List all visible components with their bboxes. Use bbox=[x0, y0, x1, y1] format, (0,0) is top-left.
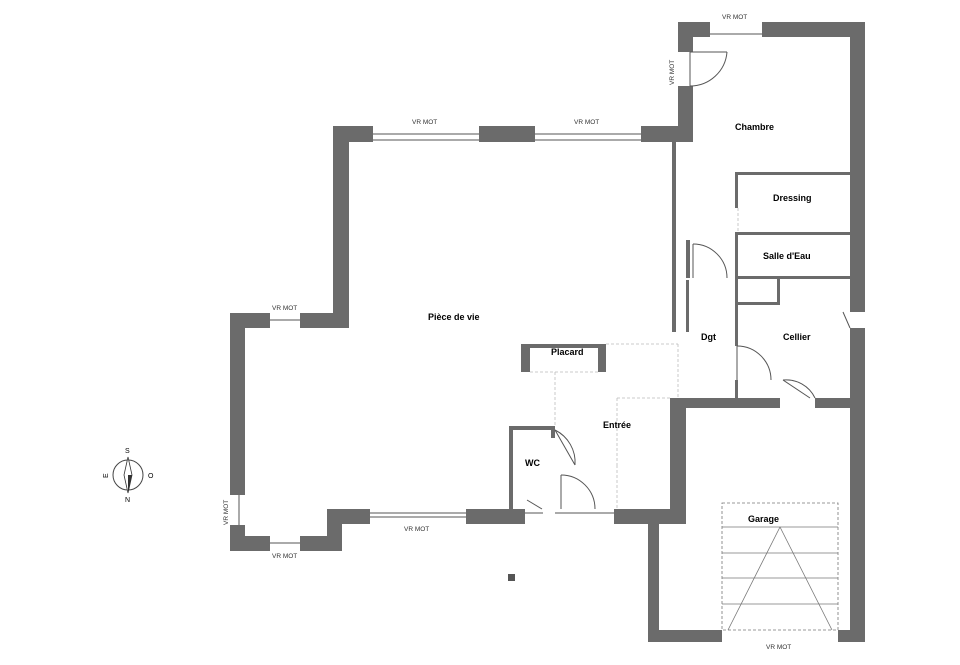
label-dgt: Dgt bbox=[701, 332, 716, 342]
label-garage: Garage bbox=[748, 514, 779, 524]
vr-label-south-left: VR MOT bbox=[272, 553, 297, 560]
room-labels: Pièce de vie Chambre Dressing Salle d'Ea… bbox=[428, 122, 812, 524]
windows bbox=[230, 22, 865, 642]
label-wc: WC bbox=[525, 458, 540, 468]
compass-o: O bbox=[148, 473, 154, 480]
label-chambre: Chambre bbox=[735, 122, 774, 132]
vr-label-garage: VR MOT bbox=[766, 644, 791, 651]
doors bbox=[526, 51, 851, 510]
label-salle-deau: Salle d'Eau bbox=[763, 251, 811, 261]
label-cellier: Cellier bbox=[783, 332, 811, 342]
vr-label-west-top: VR MOT bbox=[272, 305, 297, 312]
marker-square bbox=[508, 574, 515, 581]
exterior-walls bbox=[230, 22, 865, 642]
dashed-guides bbox=[530, 208, 739, 509]
vr-label-north-2: VR MOT bbox=[574, 119, 599, 126]
compass-n: N bbox=[125, 497, 130, 504]
vr-label-west-side: VR MOT bbox=[223, 500, 230, 525]
vr-label-chambre-side: VR MOT bbox=[669, 60, 676, 85]
label-entree: Entrée bbox=[603, 420, 631, 430]
shutter-labels: VR MOT VR MOT VR MOT VR MOT VR MOT VR MO… bbox=[223, 14, 791, 651]
label-placard: Placard bbox=[551, 347, 584, 357]
compass-s: S bbox=[125, 448, 130, 455]
vr-label-south-mid: VR MOT bbox=[404, 526, 429, 533]
garage-door bbox=[721, 502, 839, 631]
label-dressing: Dressing bbox=[773, 193, 812, 203]
compass-e: E bbox=[103, 473, 110, 478]
vr-label-north-1: VR MOT bbox=[412, 119, 437, 126]
vr-label-chambre-top: VR MOT bbox=[722, 14, 747, 21]
interior-partitions bbox=[509, 142, 850, 516]
label-piece-de-vie: Pièce de vie bbox=[428, 312, 480, 322]
compass-rose: S N E O bbox=[103, 448, 154, 504]
